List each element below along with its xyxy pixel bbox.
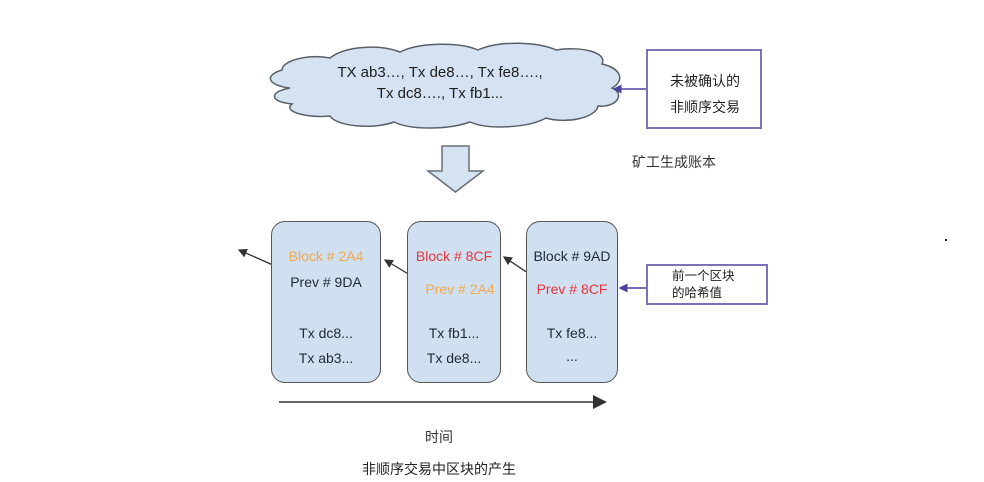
figure-caption: 非顺序交易中区块的产生	[362, 461, 516, 477]
note-prev-hash-line-2: 的哈希值	[672, 286, 723, 300]
block-8cf: Block # 8CF Prev # 2A4 Tx fb1... Tx de8.…	[407, 221, 501, 383]
tx-line: Tx dc8...	[299, 325, 353, 341]
block-hash: Block # 2A4	[288, 248, 364, 264]
note-unconfirmed-line-2: 非顺序交易	[670, 99, 740, 115]
tx-line: Tx fb1...	[428, 325, 480, 341]
time-axis-label: 时间	[425, 429, 453, 445]
tx-line: Tx ab3...	[298, 350, 354, 366]
tx-line: ...	[566, 348, 578, 364]
block-hash: Block # 8CF	[415, 248, 493, 264]
block-hash: Block # 9AD	[533, 248, 611, 264]
prev-hash: Prev # 2A4	[425, 281, 495, 297]
stray-dot	[945, 239, 947, 241]
miner-label: 矿工生成账本	[632, 154, 716, 170]
block-2a4: Block # 2A4 Prev # 9DA Tx dc8... Tx ab3.…	[271, 221, 381, 383]
note-unconfirmed-line-1: 未被确认的	[670, 73, 740, 89]
prev-hash: Prev # 8CF	[536, 281, 608, 297]
block-9ad: Block # 9AD Prev # 8CF Tx fe8... ...	[526, 221, 618, 383]
prev-hash: Prev # 9DA	[290, 274, 362, 290]
down-arrow-icon	[425, 145, 486, 193]
note-previous-block-hash: 前一个区块 的哈希值	[646, 264, 768, 305]
note-unconfirmed-transactions: 未被确认的 非顺序交易	[646, 49, 762, 129]
tx-line: Tx de8...	[426, 350, 482, 366]
note-prev-hash-line-1: 前一个区块	[672, 269, 735, 283]
tx-line: Tx fe8...	[546, 325, 598, 341]
cloud-line-1: TX ab3…, Tx de8…, Tx fe8….,	[337, 64, 543, 81]
cloud-line-2: Tx dc8…., Tx fb1...	[376, 85, 504, 102]
transaction-pool-text: TX ab3…, Tx de8…, Tx fe8…., Tx dc8…., Tx…	[270, 62, 610, 104]
